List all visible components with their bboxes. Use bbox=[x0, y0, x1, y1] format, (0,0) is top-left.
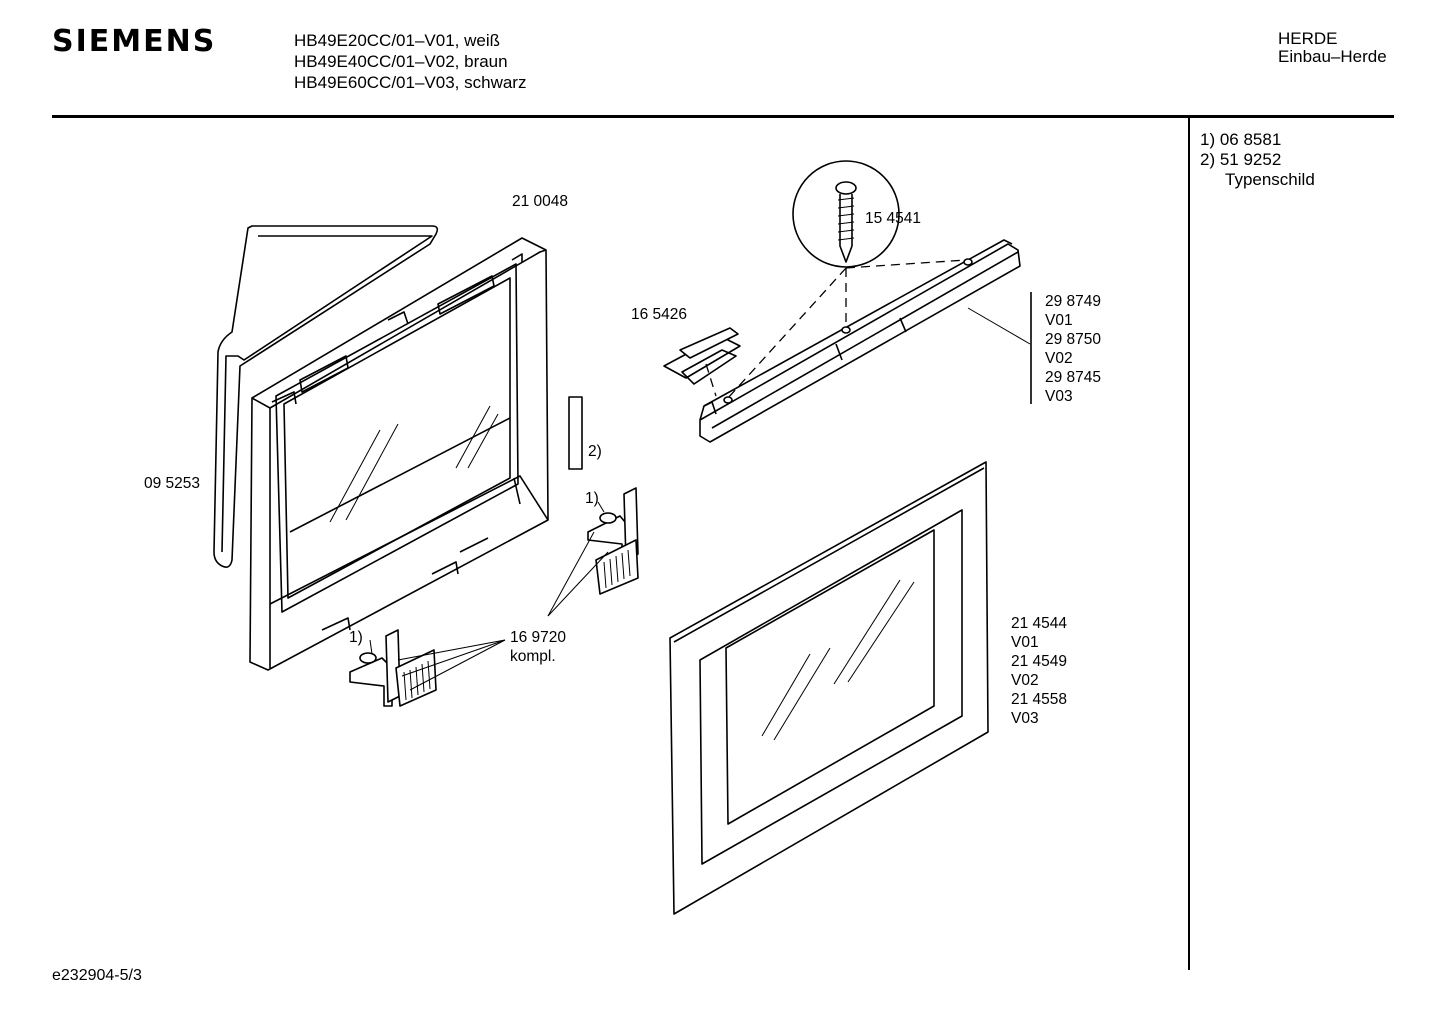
label-hinge-code: 16 9720 bbox=[510, 629, 567, 646]
label-hinge-note: kompl. bbox=[510, 648, 556, 665]
outer-glass-door bbox=[669, 461, 989, 915]
handle-cap bbox=[663, 327, 741, 397]
label-handle-line: 29 8750 bbox=[1045, 331, 1102, 348]
inner-door-frame bbox=[249, 237, 549, 671]
label-hinge: 16 9720 kompl. bbox=[510, 628, 566, 666]
hinge-right bbox=[587, 487, 639, 595]
label-handle-line: 29 8745 bbox=[1045, 369, 1102, 386]
hinge-left bbox=[349, 629, 437, 707]
note-item: 1) 06 8581 bbox=[1200, 130, 1282, 149]
label-handle-line: V03 bbox=[1045, 388, 1073, 405]
model-list: HB49E20CC/01–V01, weiß HB49E40CC/01–V02,… bbox=[294, 30, 526, 93]
category-line: Einbau–Herde bbox=[1278, 47, 1387, 66]
model-line: HB49E40CC/01–V02, braun bbox=[294, 52, 508, 71]
label-hinge-ref-left: 1) bbox=[349, 629, 363, 646]
category: HERDE Einbau–Herde bbox=[1278, 30, 1387, 66]
label-handle-line: 29 8749 bbox=[1045, 293, 1102, 310]
screw-detail bbox=[727, 160, 967, 399]
brand-logo: SIEMENS bbox=[52, 24, 217, 59]
label-screw: 15 4541 bbox=[865, 210, 922, 227]
label-type-plate-ref: 2) bbox=[588, 443, 602, 460]
label-handle-cap: 16 5426 bbox=[631, 306, 688, 323]
drawing-code: e232904-5/3 bbox=[52, 967, 142, 984]
note-item: 2) 51 9252 bbox=[1200, 150, 1282, 169]
label-outer-glass-line: 21 4549 bbox=[1011, 653, 1068, 670]
hinge-leaders bbox=[369, 501, 609, 691]
header-divider bbox=[52, 115, 1394, 118]
door-gasket bbox=[213, 225, 439, 568]
notes-panel: 1) 06 8581 2) 51 9252 Typenschild bbox=[1200, 130, 1315, 190]
label-gasket: 09 5253 bbox=[144, 475, 201, 492]
type-plate bbox=[568, 396, 583, 470]
label-handle-line: V02 bbox=[1045, 350, 1073, 367]
label-handle-line: V01 bbox=[1045, 312, 1073, 329]
model-line: HB49E60CC/01–V03, schwarz bbox=[294, 73, 527, 92]
label-outer-glass-line: V01 bbox=[1011, 634, 1039, 651]
door-handle bbox=[699, 239, 1031, 443]
label-outer-glass-line: 21 4558 bbox=[1011, 691, 1068, 708]
category-line: HERDE bbox=[1278, 29, 1338, 48]
label-handle: 29 8749 V01 29 8750 V02 29 8745 V03 bbox=[1045, 292, 1101, 406]
model-line: HB49E20CC/01–V01, weiß bbox=[294, 31, 501, 50]
label-inner-door: 21 0048 bbox=[512, 193, 569, 210]
note-sub: Typenschild bbox=[1225, 170, 1315, 189]
label-outer-glass-line: V03 bbox=[1011, 710, 1039, 727]
label-outer-glass-line: 21 4544 bbox=[1011, 615, 1068, 632]
label-hinge-ref-right: 1) bbox=[585, 490, 599, 507]
label-outer-glass: 21 4544 V01 21 4549 V02 21 4558 V03 bbox=[1011, 614, 1067, 728]
label-outer-glass-line: V02 bbox=[1011, 672, 1039, 689]
notes-divider bbox=[1188, 118, 1190, 970]
